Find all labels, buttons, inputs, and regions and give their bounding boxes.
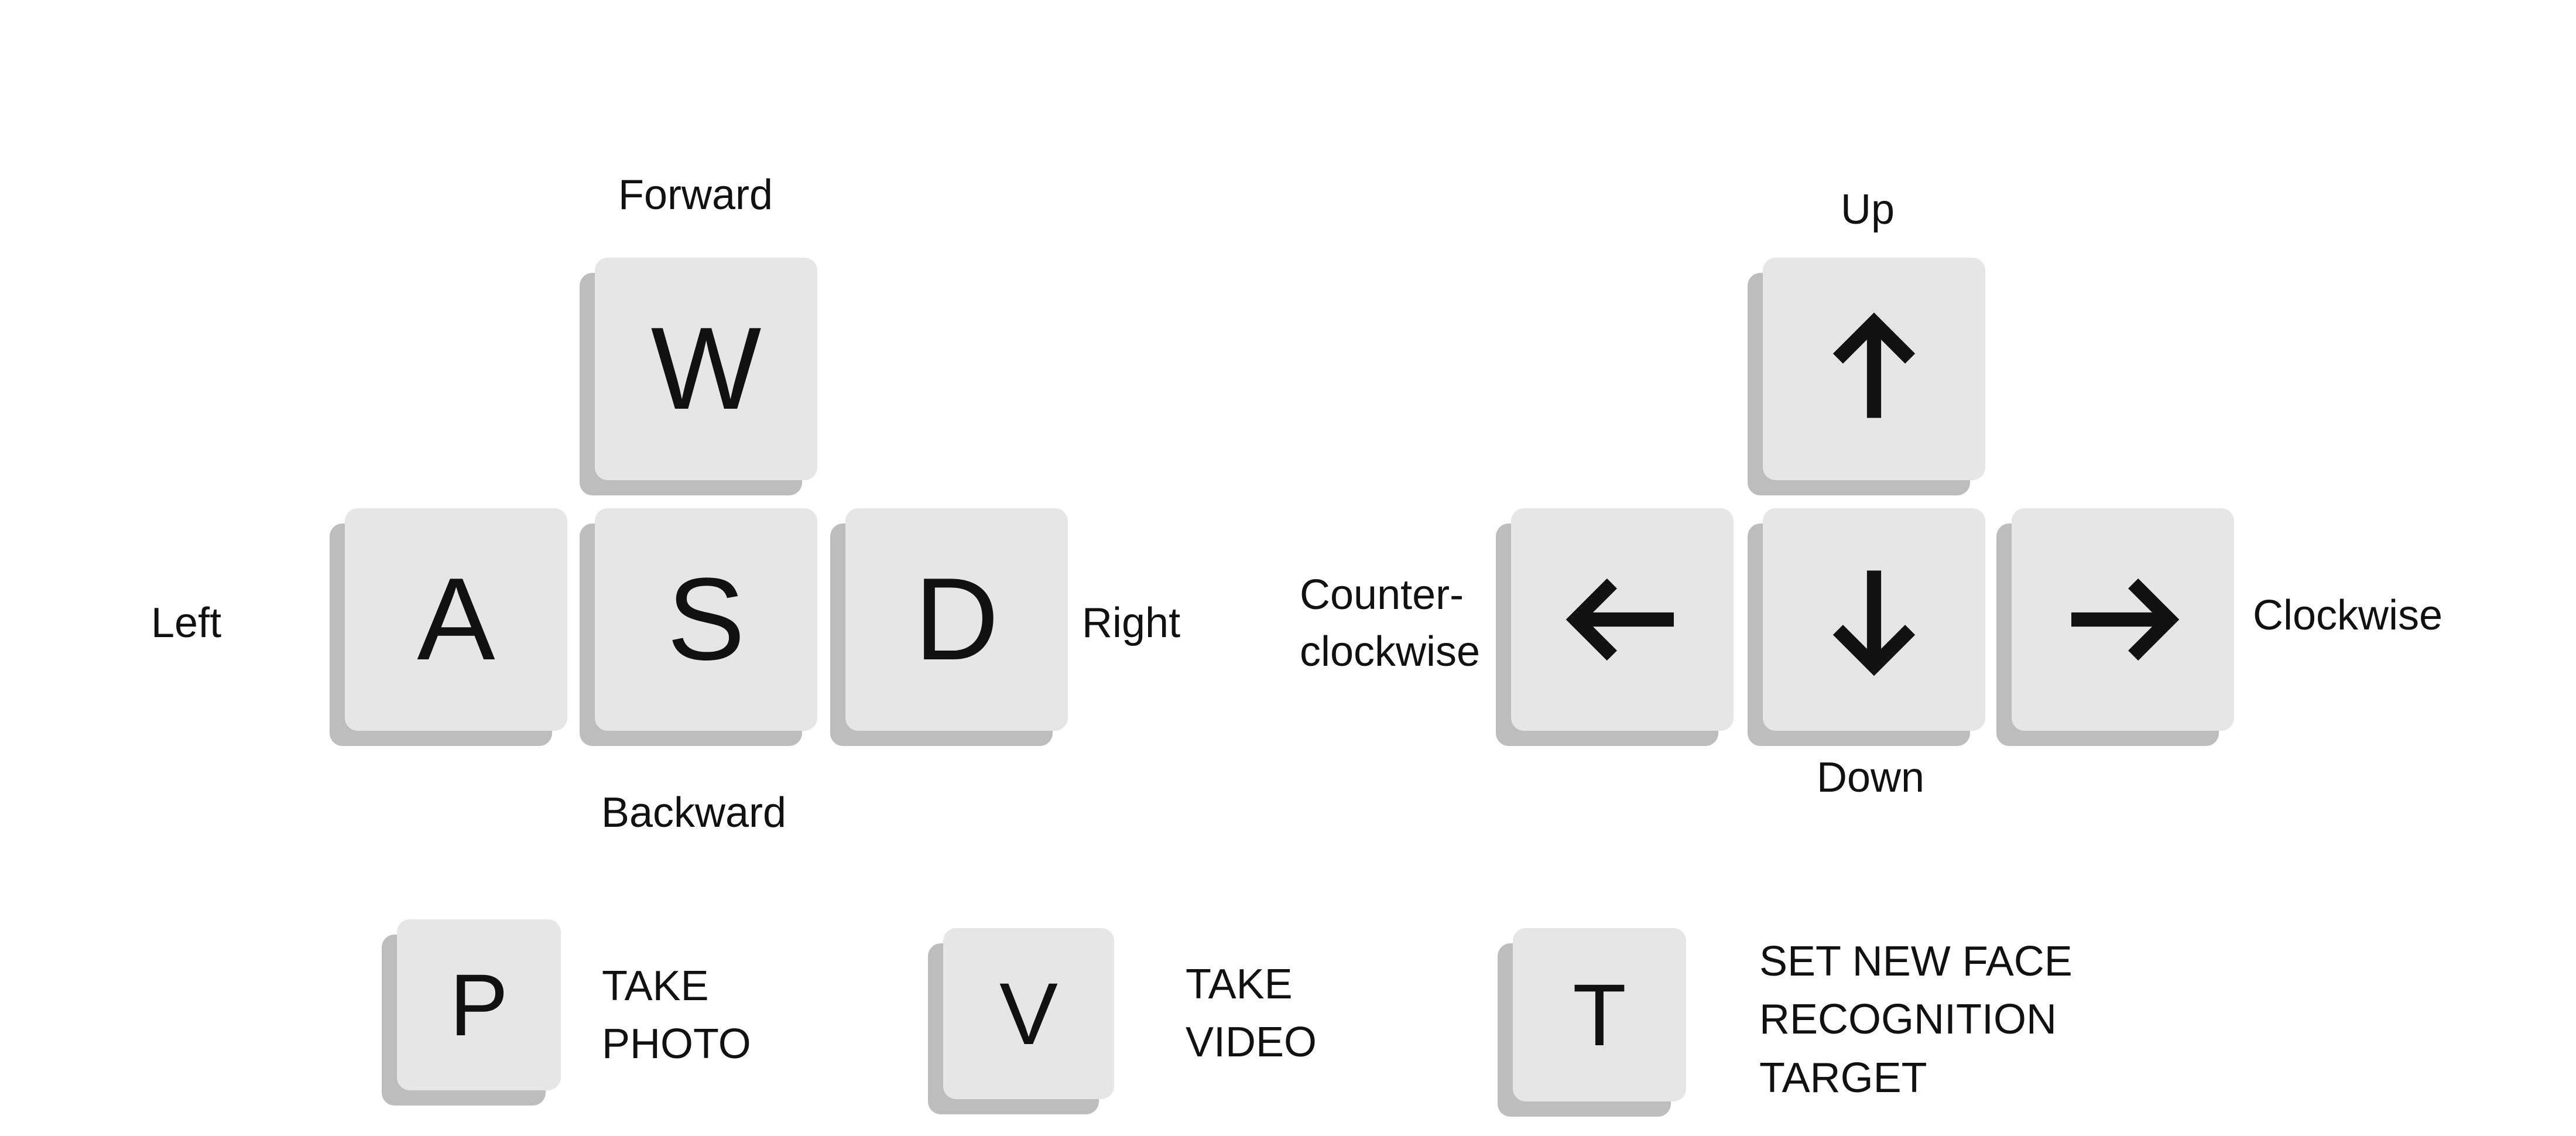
label-backward: Backward <box>601 789 787 836</box>
key-arrow-up[interactable] <box>1748 258 1985 495</box>
key-d[interactable]: D <box>830 508 1068 746</box>
key-v-letter: V <box>999 964 1059 1063</box>
label-down: Down <box>1816 754 1925 801</box>
label-forward: Forward <box>618 172 773 218</box>
key-p-letter: P <box>449 956 509 1054</box>
caption-take-video: TAKE VIDEO <box>1186 956 1317 1072</box>
key-arrow-left[interactable] <box>1496 508 1734 746</box>
caption-face-recognition: SET NEW FACE RECOGNITION TARGET <box>1759 933 2073 1107</box>
label-counterclockwise: Counter- clockwise <box>1300 567 1480 680</box>
label-counterclockwise-line2: clockwise <box>1300 628 1481 676</box>
caption-take-photo-line2: PHOTO <box>602 1021 751 1068</box>
arrow-left-icon <box>1566 578 1674 661</box>
caption-take-video-line2: VIDEO <box>1186 1019 1317 1066</box>
caption-take-video-line1: TAKE <box>1186 961 1293 1008</box>
key-s-letter: S <box>667 554 745 685</box>
caption-take-photo: TAKE PHOTO <box>602 957 751 1074</box>
key-w[interactable]: W <box>580 258 817 495</box>
label-right: Right <box>1082 600 1181 646</box>
label-counterclockwise-line1: Counter- <box>1300 572 1464 618</box>
caption-face-recognition-line2: RECOGNITION <box>1759 996 2057 1043</box>
arrow-down-icon <box>1832 570 1916 676</box>
key-t-letter: T <box>1573 966 1626 1064</box>
key-arrow-right[interactable] <box>1996 508 2234 746</box>
label-up: Up <box>1840 186 1895 233</box>
caption-face-recognition-line3: TARGET <box>1759 1054 1927 1101</box>
key-a[interactable]: A <box>330 508 567 746</box>
key-w-letter: W <box>650 303 762 434</box>
key-a-letter: A <box>417 554 495 685</box>
caption-face-recognition-line1: SET NEW FACE <box>1759 938 2073 985</box>
label-left: Left <box>151 600 222 646</box>
key-p[interactable]: P <box>382 919 561 1106</box>
arrow-up-icon <box>1832 312 1916 418</box>
key-d-letter: D <box>914 554 999 685</box>
key-arrow-down[interactable] <box>1748 508 1985 746</box>
key-v[interactable]: V <box>928 928 1114 1114</box>
key-s[interactable]: S <box>580 508 817 746</box>
key-t[interactable]: T <box>1498 928 1686 1117</box>
caption-take-photo-line1: TAKE <box>602 963 709 1010</box>
label-clockwise: Clockwise <box>2253 592 2443 639</box>
arrow-right-icon <box>2071 578 2180 661</box>
